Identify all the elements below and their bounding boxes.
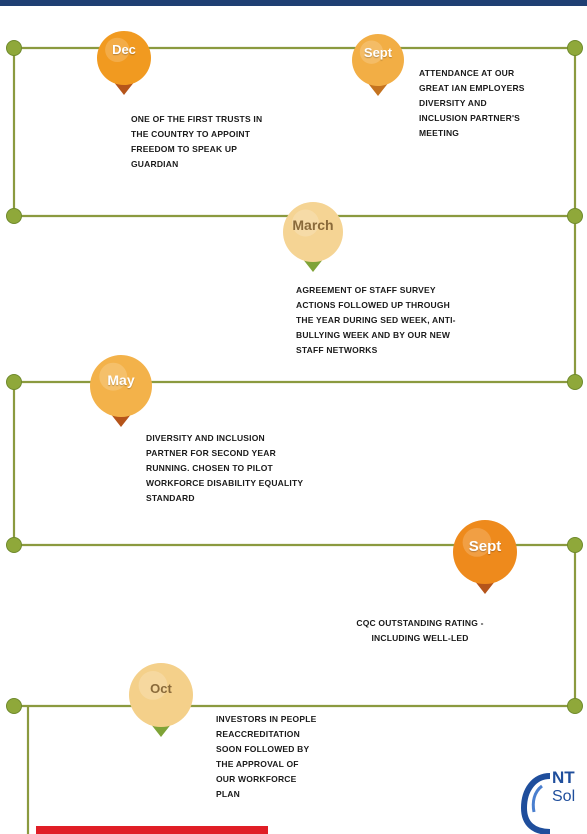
marker-circle-3 xyxy=(90,355,152,417)
timeline-node-5 xyxy=(567,374,583,390)
timeline-node-8 xyxy=(567,698,583,714)
milestone-text-march: AGREEMENT OF STAFF SURVEY ACTIONS FOLLOW… xyxy=(296,285,456,355)
marker-highlight-0 xyxy=(105,37,130,63)
marker-tip-2 xyxy=(302,258,324,272)
timeline-node-6 xyxy=(6,537,22,553)
marker-circle-2 xyxy=(283,202,343,262)
milestone-text-sept-1: ATTENDANCE AT OUR GREAT IAN EMPLOYERS DI… xyxy=(419,68,525,138)
logo-swirl-icon xyxy=(520,773,551,834)
marker-highlight-2 xyxy=(292,209,319,237)
marker-circle-5 xyxy=(129,663,193,727)
milestone-text-dec: ONE OF THE FIRST TRUSTS IN THE COUNTRY T… xyxy=(131,114,263,169)
marker-highlight-3 xyxy=(99,362,128,391)
marker-highlight-5 xyxy=(138,671,168,700)
marker-label-dec: Dec xyxy=(112,42,136,57)
logo: NT Sol xyxy=(512,768,587,834)
marker-label-oct: Oct xyxy=(150,681,172,696)
timeline-node-3 xyxy=(567,208,583,224)
timeline-node-0 xyxy=(6,40,22,56)
timeline-node-4 xyxy=(6,374,22,390)
logo-text: NT xyxy=(552,768,575,787)
marker-highlight-1 xyxy=(359,40,384,64)
red-footer-bar xyxy=(36,826,268,834)
marker-label-sept-2: Sept xyxy=(468,538,502,555)
timeline-node-2 xyxy=(6,208,22,224)
marker-label-march: March xyxy=(292,217,334,233)
marker-highlight-4 xyxy=(462,528,492,557)
marker-circle-0 xyxy=(97,31,151,85)
marker-circle-1 xyxy=(352,34,404,86)
timeline-node-9 xyxy=(6,698,22,714)
marker-tip-0 xyxy=(113,81,135,95)
marker-circle-4 xyxy=(453,520,517,584)
marker-label-sept-1: Sept xyxy=(363,45,393,60)
logo-subtext: Sol xyxy=(552,788,576,805)
marker-label-may: May xyxy=(107,372,135,388)
timeline-node-7 xyxy=(567,537,583,553)
top-border xyxy=(0,0,587,6)
milestone-text-oct: INVESTORS IN PEOPLE REACCREDITATION SOON… xyxy=(216,714,317,799)
milestone-text-may: DIVERSITY AND INCLUSION PARTNER FOR SECO… xyxy=(146,433,304,503)
marker-tip-1 xyxy=(367,82,389,96)
timeline-node-1 xyxy=(567,40,583,56)
milestone-text-sept-2: CQC OUTSTANDING RATING - INCLUDING WELL-… xyxy=(356,618,484,643)
